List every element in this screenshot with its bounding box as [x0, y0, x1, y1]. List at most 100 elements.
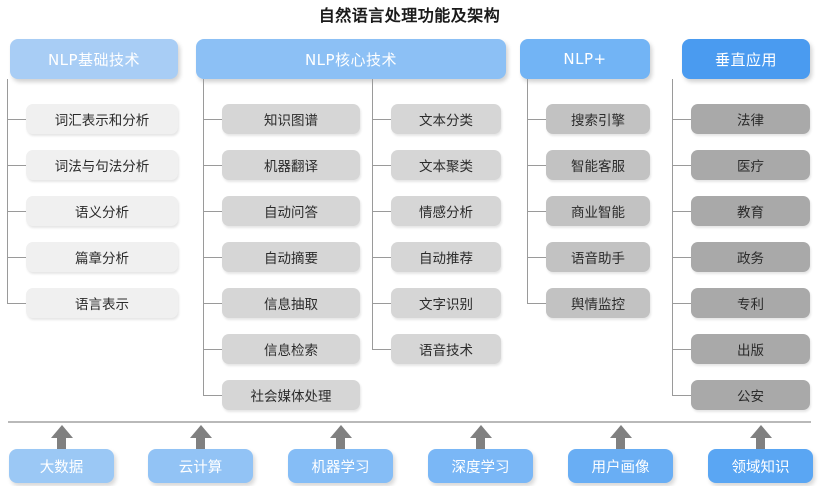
column-header-nlp-core[interactable]: NLP核心技术 — [196, 39, 506, 79]
node-label: 商业智能 — [571, 205, 625, 221]
tree-stub — [7, 257, 26, 258]
node-label: 知识图谱 — [264, 113, 318, 129]
tree-stub — [203, 303, 222, 304]
node-label: 语言表示 — [75, 297, 129, 313]
node-label: 文本分类 — [419, 113, 473, 129]
node-label: 自动摘要 — [264, 251, 318, 267]
column-header-nlp-plus[interactable]: NLP+ — [520, 39, 650, 79]
node-vertical-app-0[interactable]: 法律 — [691, 104, 810, 134]
foundation-item-2[interactable]: 机器学习 — [288, 449, 393, 483]
node-nlp-core-2[interactable]: 情感分析 — [391, 196, 501, 226]
node-nlp-core-1[interactable]: 文本聚类 — [391, 150, 501, 180]
foundation-item-5[interactable]: 领域知识 — [708, 449, 813, 483]
node-nlp-core-6[interactable]: 社会媒体处理 — [222, 380, 360, 410]
node-label: 情感分析 — [419, 205, 473, 221]
node-vertical-app-5[interactable]: 出版 — [691, 334, 810, 364]
node-nlp-plus-0[interactable]: 搜索引擎 — [546, 104, 650, 134]
column-header-vertical-app[interactable]: 垂直应用 — [682, 39, 810, 79]
node-nlp-core-5[interactable]: 信息检索 — [222, 334, 360, 364]
node-label: 自动问答 — [264, 205, 318, 221]
tree-stub — [672, 395, 691, 396]
node-nlp-basic-4[interactable]: 语言表示 — [26, 288, 178, 318]
foundation-item-1[interactable]: 云计算 — [148, 449, 253, 483]
node-nlp-plus-4[interactable]: 舆情监控 — [546, 288, 650, 318]
node-nlp-core-0[interactable]: 知识图谱 — [222, 104, 360, 134]
foundation-arrow-icon-2 — [329, 425, 352, 438]
column-header-nlp-basic[interactable]: NLP基础技术 — [10, 39, 178, 79]
tree-stub — [527, 257, 546, 258]
tree-stub — [672, 257, 691, 258]
tree-stub — [527, 303, 546, 304]
tree-stub — [203, 257, 222, 258]
node-vertical-app-1[interactable]: 医疗 — [691, 150, 810, 180]
foundation-divider — [8, 421, 811, 423]
foundation-item-0[interactable]: 大数据 — [9, 449, 114, 483]
tree-stub — [527, 165, 546, 166]
node-nlp-core-3[interactable]: 自动推荐 — [391, 242, 501, 272]
node-nlp-core-4[interactable]: 信息抽取 — [222, 288, 360, 318]
foundation-item-label: 云计算 — [178, 459, 223, 476]
node-nlp-basic-1[interactable]: 词法与句法分析 — [26, 150, 178, 180]
tree-stub — [203, 119, 222, 120]
foundation-arrow-stem-0 — [57, 437, 66, 449]
tree-stub — [672, 303, 691, 304]
node-nlp-plus-3[interactable]: 语音助手 — [546, 242, 650, 272]
foundation-arrow-icon-4 — [609, 425, 632, 438]
node-vertical-app-3[interactable]: 政务 — [691, 242, 810, 272]
node-label: 舆情监控 — [571, 297, 625, 313]
node-nlp-basic-2[interactable]: 语义分析 — [26, 196, 178, 226]
tree-stub — [372, 165, 391, 166]
tree-trunk — [203, 79, 204, 395]
tree-trunk — [372, 79, 373, 349]
column-header-label: NLP+ — [563, 50, 607, 68]
tree-stub — [672, 211, 691, 212]
node-label: 词汇表示和分析 — [54, 113, 150, 129]
node-vertical-app-2[interactable]: 教育 — [691, 196, 810, 226]
tree-stub — [7, 165, 26, 166]
column-header-label: NLP核心技术 — [304, 50, 398, 69]
tree-trunk — [7, 79, 8, 303]
tree-trunk — [672, 79, 673, 395]
node-nlp-plus-2[interactable]: 商业智能 — [546, 196, 650, 226]
foundation-arrow-stem-5 — [756, 437, 765, 449]
node-label: 词法与句法分析 — [54, 159, 150, 175]
node-nlp-core-1[interactable]: 机器翻译 — [222, 150, 360, 180]
node-label: 信息检索 — [264, 343, 318, 359]
page-title: 自然语言处理功能及架构 — [318, 6, 501, 25]
node-label: 医疗 — [737, 159, 764, 175]
node-vertical-app-6[interactable]: 公安 — [691, 380, 810, 410]
node-nlp-basic-0[interactable]: 词汇表示和分析 — [26, 104, 178, 134]
node-label: 社会媒体处理 — [250, 389, 332, 405]
foundation-item-3[interactable]: 深度学习 — [428, 449, 533, 483]
node-label: 专利 — [737, 297, 764, 313]
tree-stub — [527, 211, 546, 212]
node-vertical-app-4[interactable]: 专利 — [691, 288, 810, 318]
node-nlp-basic-3[interactable]: 篇章分析 — [26, 242, 178, 272]
node-label: 文本聚类 — [419, 159, 473, 175]
tree-stub — [7, 211, 26, 212]
tree-stub — [203, 165, 222, 166]
tree-stub — [527, 119, 546, 120]
tree-stub — [672, 349, 691, 350]
tree-stub — [672, 119, 691, 120]
tree-stub — [203, 395, 222, 396]
tree-stub — [203, 211, 222, 212]
node-label: 政务 — [737, 251, 764, 267]
node-nlp-core-0[interactable]: 文本分类 — [391, 104, 501, 134]
node-nlp-core-2[interactable]: 自动问答 — [222, 196, 360, 226]
node-label: 语音技术 — [419, 343, 473, 359]
tree-stub — [7, 303, 26, 304]
foundation-arrow-stem-2 — [336, 437, 345, 449]
node-nlp-core-3[interactable]: 自动摘要 — [222, 242, 360, 272]
tree-stub — [7, 119, 26, 120]
node-nlp-core-4[interactable]: 文字识别 — [391, 288, 501, 318]
node-label: 信息抽取 — [264, 297, 318, 313]
node-nlp-core-5[interactable]: 语音技术 — [391, 334, 501, 364]
node-nlp-plus-1[interactable]: 智能客服 — [546, 150, 650, 180]
node-label: 搜索引擎 — [571, 113, 625, 129]
tree-trunk — [527, 79, 528, 303]
tree-stub — [372, 119, 391, 120]
foundation-item-4[interactable]: 用户画像 — [568, 449, 673, 483]
foundation-arrow-icon-5 — [749, 425, 772, 438]
